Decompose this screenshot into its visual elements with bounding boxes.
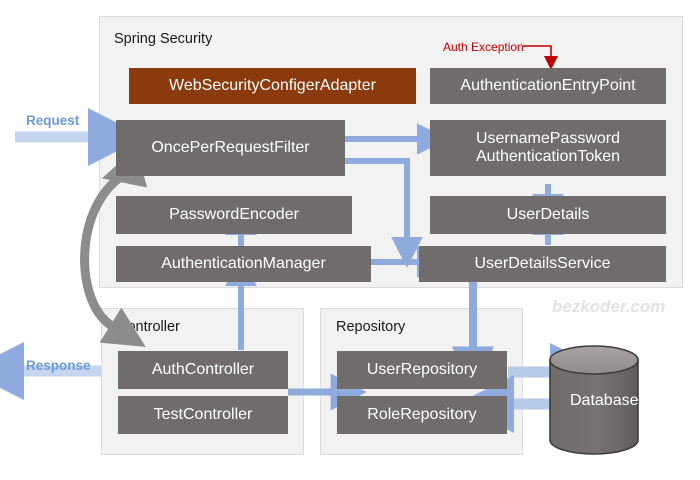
database-label: Database (570, 392, 639, 409)
label-response: Response (26, 358, 91, 373)
box-auth-controller[interactable]: AuthController (118, 351, 288, 389)
label-auth-exception: Auth Exception (443, 40, 524, 54)
box-password-encoder[interactable]: PasswordEncoder (116, 196, 352, 234)
box-username-password-authentication-token[interactable]: UsernamePassword AuthenticationToken (430, 120, 666, 176)
panel-title-spring-security: Spring Security (114, 31, 213, 47)
database-cylinder (549, 345, 639, 455)
box-user-repository[interactable]: UserRepository (337, 351, 507, 389)
box-authentication-manager[interactable]: AuthenticationManager (116, 246, 371, 282)
box-test-controller[interactable]: TestController (118, 396, 288, 434)
box-role-repository[interactable]: RoleRepository (337, 396, 507, 434)
box-authentication-entry-point[interactable]: AuthenticationEntryPoint (430, 68, 666, 104)
box-once-per-request-filter[interactable]: OncePerRequestFilter (116, 120, 345, 176)
token-label-line-2: AuthenticationToken (475, 148, 621, 165)
watermark-bezkoder: bezkoder.com (552, 297, 666, 316)
token-label-line-1: UsernamePassword (475, 130, 621, 148)
arrow-filter-controller-curve (80, 147, 148, 347)
arrow-auth-exception (523, 45, 558, 70)
box-web-security-configer-adapter[interactable]: WebSecurityConfigerAdapter (129, 68, 416, 104)
arrow-filter-to-userdetailsservice (345, 158, 423, 268)
box-user-details[interactable]: UserDetails (430, 196, 666, 234)
label-request: Request (26, 113, 80, 128)
box-user-details-service[interactable]: UserDetailsService (419, 246, 666, 282)
panel-title-repository: Repository (336, 319, 406, 335)
